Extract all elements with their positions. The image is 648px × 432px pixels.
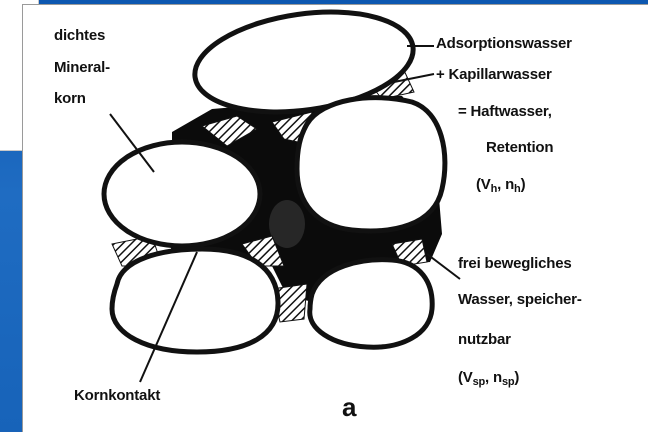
label-capillary-water: + Kapillarwasser bbox=[436, 67, 552, 82]
label-dense-grain-3: korn bbox=[54, 91, 86, 106]
label-free-water-2: Wasser, speicher- bbox=[458, 292, 582, 307]
label-free-water-3: nutzbar bbox=[458, 332, 511, 347]
mineral-grain-bottom-left bbox=[112, 249, 278, 352]
label-free-water-1: frei bewegliches bbox=[458, 256, 572, 271]
label-dense-grain-1: dichtes bbox=[54, 28, 105, 43]
label-free-water-symbols: (Vsp, nsp) bbox=[458, 370, 519, 388]
label-retention: Retention bbox=[486, 140, 553, 155]
leader-line-free-water bbox=[427, 254, 460, 279]
label-retention-symbols: (Vh, nh) bbox=[476, 177, 525, 195]
label-retained-water: = Haftwasser, bbox=[458, 104, 552, 119]
panel-letter: a bbox=[342, 394, 356, 420]
mineral-grain-right bbox=[297, 98, 445, 231]
soil-pore-diagram bbox=[22, 4, 648, 431]
label-dense-grain-2: Mineral- bbox=[54, 60, 110, 75]
mineral-grain-left bbox=[104, 142, 260, 246]
label-grain-contact: Kornkontakt bbox=[74, 388, 160, 403]
label-adsorption-water: Adsorptionswasser bbox=[436, 36, 572, 51]
mineral-grain-bottom-right bbox=[310, 260, 432, 347]
